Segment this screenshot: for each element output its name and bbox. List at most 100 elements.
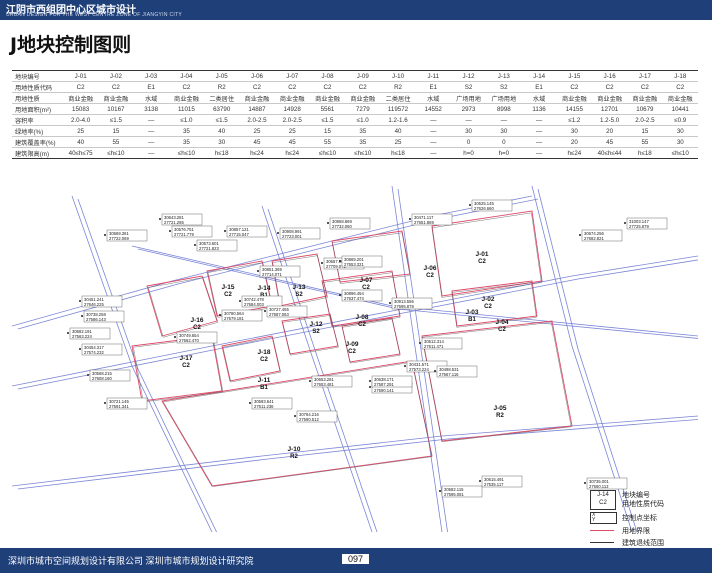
- table-cell: —: [415, 125, 451, 137]
- coord-x-value: 30471.117: [414, 215, 434, 220]
- parcel-use-label: B1: [468, 317, 476, 323]
- table-cell: 8998: [486, 103, 522, 115]
- table-cell: J-05: [204, 70, 240, 82]
- table-cell: C2: [627, 81, 663, 93]
- coord-x-value: 30615.491: [484, 477, 504, 482]
- parcel-code-label: J-15: [221, 284, 234, 291]
- coord-y-value: 27687.063: [269, 312, 289, 317]
- coord-y-value: 27715.047: [229, 232, 249, 237]
- parcel-boundary: [161, 360, 433, 487]
- coord-x-value: 30593.641: [254, 399, 274, 404]
- control-point-marker: [434, 370, 436, 372]
- setback-line: [332, 232, 411, 284]
- control-point-marker: [219, 314, 221, 316]
- table-cell: 商业金融: [627, 92, 663, 104]
- table-cell: 40≤h≤44: [591, 147, 628, 159]
- coord-x-value: 30727.455: [269, 307, 289, 312]
- coord-x-value: 30735.001: [589, 479, 609, 484]
- control-point-marker: [174, 336, 176, 338]
- row-header: 绿地率(%): [12, 125, 63, 137]
- table-cell: C2: [309, 81, 346, 93]
- table-cell: ≤1.5: [98, 114, 134, 126]
- coord-tag-box: [329, 217, 371, 230]
- table-cell: J-15: [556, 70, 592, 82]
- parcel-use-label: C2: [362, 285, 370, 291]
- table-cell: J-06: [239, 70, 275, 82]
- control-point-marker: [369, 380, 371, 382]
- coord-tag-box: [171, 225, 213, 238]
- road-line: [12, 415, 698, 487]
- coord-tag-box: [436, 365, 478, 378]
- table-cell: C2: [63, 81, 99, 93]
- coord-y-value: 27590.141: [374, 388, 394, 393]
- road-line: [12, 255, 698, 387]
- setback-line: [322, 272, 401, 328]
- row-header: 用地面积(m²): [12, 103, 63, 115]
- table-cell: 二类居住: [380, 92, 416, 104]
- table-cell: 2.0-4.0: [63, 114, 99, 126]
- table-cell: C2: [662, 81, 698, 93]
- setback-line: [421, 322, 572, 442]
- coord-y-value: 27608.160: [92, 376, 112, 381]
- row-header: 容积率: [12, 114, 63, 126]
- coord-tag-box: [371, 375, 413, 388]
- coord-tag-box: [259, 265, 301, 278]
- control-point-marker: [419, 342, 421, 344]
- parcel-code-label: J-12: [309, 321, 322, 328]
- coord-y-value: 27682.821: [584, 236, 604, 241]
- parcel-use-label: C2: [182, 363, 190, 369]
- table-cell: h≤24: [556, 147, 592, 159]
- parcel-boundary: [451, 280, 538, 327]
- coord-x-value: 30851.369: [262, 267, 282, 272]
- table-cell: 14887: [239, 103, 275, 115]
- coord-y-value: 27695.878: [394, 304, 414, 309]
- project-title: 江阴市西组团中心区城市设计: [6, 5, 136, 16]
- coord-tag-box: [106, 397, 148, 410]
- coord-y-value: 27651.869: [414, 220, 434, 225]
- table-cell: 0: [450, 136, 487, 148]
- control-point-marker: [584, 482, 586, 484]
- control-point-marker: [104, 402, 106, 404]
- coord-x-value: 30573.601: [199, 241, 219, 246]
- table-cell: J-18: [662, 70, 698, 82]
- coord-y-value: 27721.823: [199, 246, 219, 251]
- control-point-marker: [104, 234, 106, 236]
- table-cell: —: [521, 147, 557, 159]
- parcel-use-label: S2: [312, 329, 320, 335]
- table-cell: E1: [133, 81, 169, 93]
- legend-boundary-line: [590, 530, 614, 531]
- coord-tag-box: [411, 213, 453, 226]
- parcel-use-label: C2: [478, 259, 486, 265]
- coord-tag-box: [296, 410, 338, 423]
- table-cell: ≤h≤10: [168, 147, 205, 159]
- parcel-code-label: J-01: [475, 251, 488, 258]
- coord-tag-box: [89, 369, 131, 382]
- table-cell: 广场用地: [486, 92, 522, 104]
- coord-tag-box: [196, 239, 238, 252]
- coord-tag-box: [251, 397, 293, 410]
- control-point-marker: [277, 232, 279, 234]
- row-header: 用地性质代码: [12, 81, 63, 93]
- coord-y-value: 27721.779: [174, 232, 194, 237]
- table-cell: 35: [168, 136, 205, 148]
- coord-y-value: 27679.181: [224, 316, 244, 321]
- table-cell: 25: [239, 125, 275, 137]
- coord-y-value: 27563.224: [72, 334, 92, 339]
- coord-tag-box: [279, 227, 321, 240]
- coord-y-value: 27684.003: [244, 302, 264, 307]
- legend-coord-y: Y: [592, 517, 596, 523]
- coord-y-value: 27573.224: [409, 367, 429, 372]
- setback-line: [342, 319, 401, 364]
- coord-x-value: 30896.454: [344, 291, 364, 296]
- table-cell: 40: [63, 136, 99, 148]
- coord-tag-box: [106, 229, 148, 242]
- legend-label-boundary: 用地界限: [622, 528, 650, 535]
- control-point-marker: [579, 234, 581, 236]
- page-title: J地块控制图则: [10, 34, 132, 56]
- table-cell: J-13: [486, 70, 522, 82]
- coord-y-value: 27653.481: [314, 382, 334, 387]
- table-cell: h≤24: [274, 147, 310, 159]
- parcel-use-label: R2: [290, 454, 298, 460]
- coord-x-value: 30749.654: [179, 333, 199, 338]
